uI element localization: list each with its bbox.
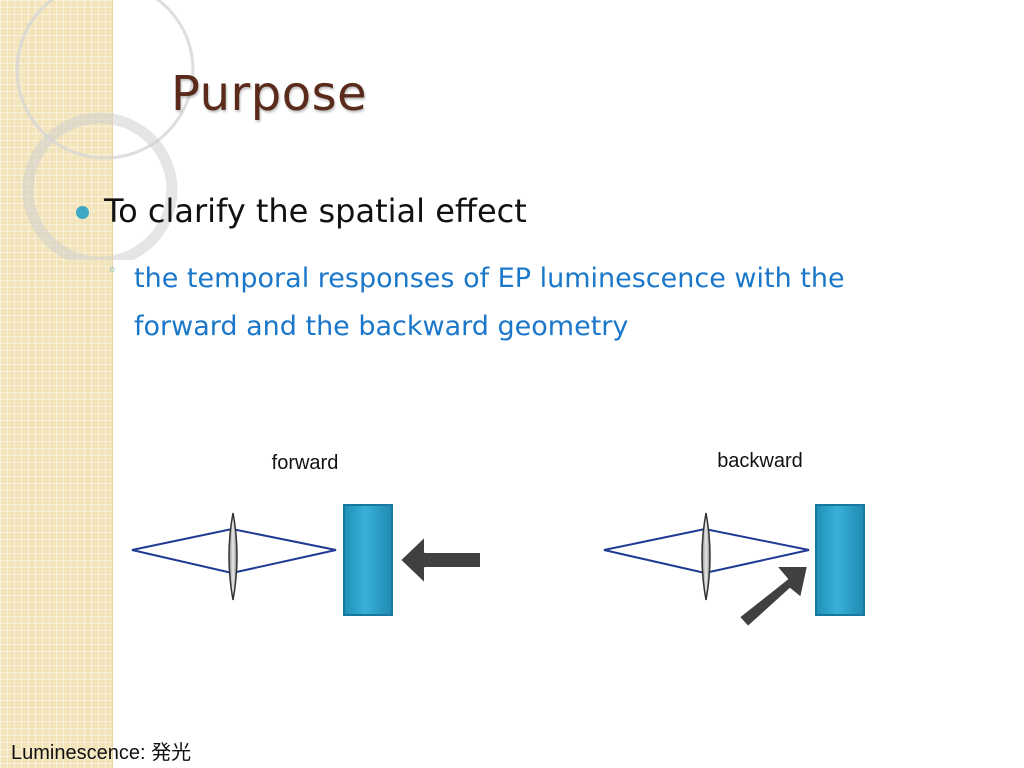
arrow-up-right-icon [738, 565, 809, 628]
backward-sample-icon [815, 504, 865, 616]
sub-bullet-text: the temporal responses of EP luminescenc… [134, 263, 845, 342]
backward-diagram: backward [603, 450, 865, 628]
forward-sample-icon [343, 504, 393, 616]
footnote: Luminescence: 発光 [11, 742, 192, 764]
slide-title: Purpose [171, 66, 368, 122]
sub-bullet-marker-icon: ◦ [108, 261, 117, 279]
bullet-dot-icon [76, 205, 89, 219]
sub-bullet-point: ◦ the temporal responses of EP luminesce… [108, 255, 938, 351]
backward-label: backward [717, 450, 803, 472]
bullet-text: To clarify the spatial effect [104, 192, 527, 230]
decorative-rings [15, 0, 195, 260]
forward-beam-icon [131, 527, 337, 575]
bullet-point: To clarify the spatial effect [76, 192, 527, 230]
forward-diagram: forward [131, 452, 482, 616]
backward-lens-icon [701, 512, 711, 601]
arrow-left-icon [399, 535, 482, 585]
forward-label: forward [272, 452, 339, 474]
forward-lens-icon [228, 512, 238, 601]
backward-beam-icon [603, 527, 810, 575]
